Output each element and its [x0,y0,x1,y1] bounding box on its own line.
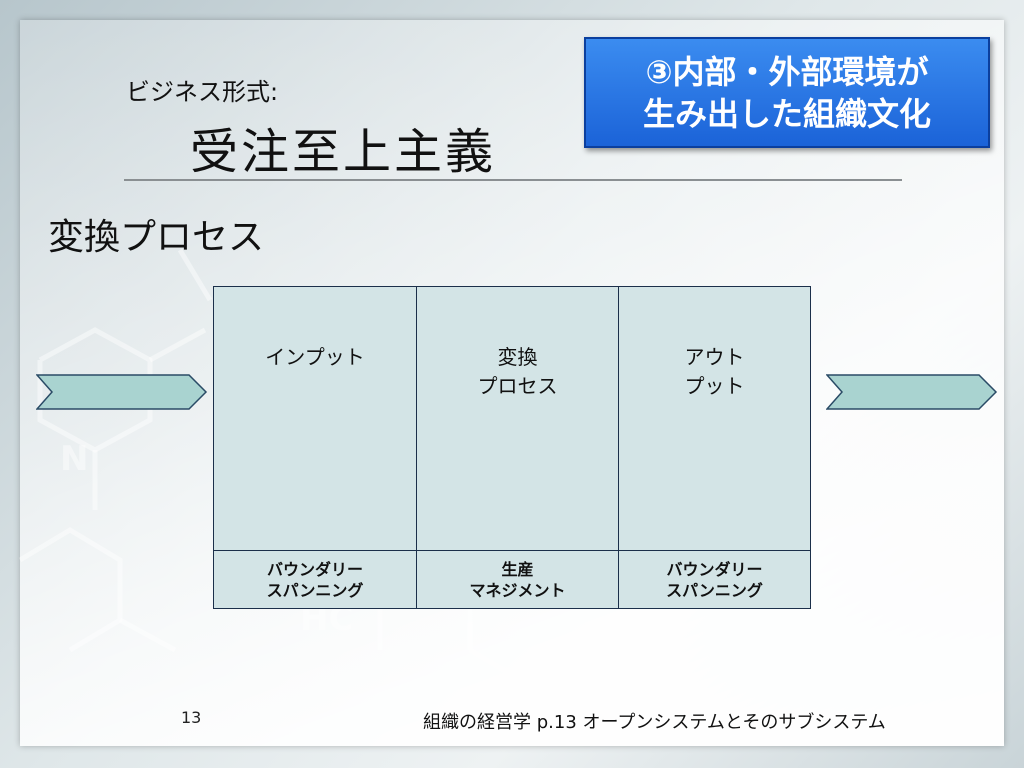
cell-output-line2: プット [684,374,745,398]
page-number: 13 [181,708,202,727]
cell-bsr-line1: バウンダリー [666,559,763,579]
table-row-functions: バウンダリー スパンニング 生産 マネジメント バウンダリー スパンニング [213,550,811,609]
cell-input-line1: インプット [265,345,365,369]
topic-badge: ③内部・外部環境が 生み出した組織文化 [584,37,990,148]
cell-boundary-spanning-left: バウンダリー スパンニング [213,550,417,609]
section-heading: 変換プロセス [48,217,265,258]
cell-bsl-line1: バウンダリー [266,559,363,579]
slide-title: 受注至上主義 [190,124,497,180]
cell-production-management: 生産 マネジメント [416,550,619,609]
cell-boundary-spanning-right: バウンダリー スパンニング [618,550,811,609]
output-arrow-icon [826,374,998,410]
table-row-stages: インプット 変換 プロセス アウト プット [213,286,811,551]
cell-bsr-line2: スパンニング [666,580,763,600]
cell-transformation: 変換 プロセス [416,286,619,551]
cell-bsl-line2: スパンニング [266,580,364,600]
cell-transformation-line1: 変換 [497,345,538,369]
title-divider [124,179,902,181]
cell-pm-line1: 生産 [501,559,534,579]
transformation-process-table: インプット 変換 プロセス アウト プット バウンダリー スパンニング 生産 [213,286,811,609]
input-arrow-icon [36,374,208,410]
cell-transformation-line2: プロセス [477,374,558,398]
slide-subtitle: ビジネス形式: [126,78,279,106]
topic-badge-line1: ③内部・外部環境が [645,52,929,91]
cell-pm-line2: マネジメント [469,580,566,600]
cell-output: アウト プット [618,286,811,551]
topic-badge-line2: 生み出した組織文化 [642,94,931,133]
cell-output-line1: アウト [684,345,745,369]
cell-input: インプット [213,286,417,551]
slide-footer: 組織の経営学 p.13 オープンシステムとそのサブシステム [423,712,886,733]
